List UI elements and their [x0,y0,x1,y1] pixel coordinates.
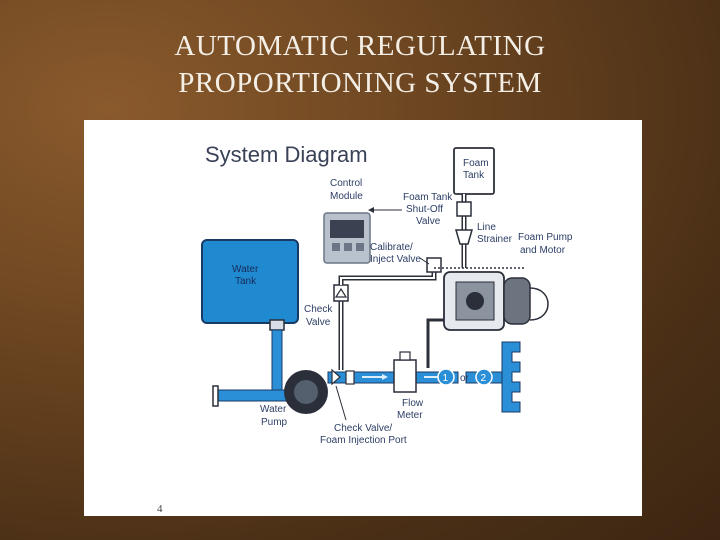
suction-pipe-end-cap [212,385,219,407]
check-valve-label-2: Valve [306,317,331,328]
water-pump-label-2: Pump [261,417,288,428]
system-diagram-panel: System Diagram Water Tank Water Pump Flo… [84,120,642,516]
injection-port-leader [335,385,347,421]
outlet-2-marker [475,368,493,386]
tank-outlet-fitting [269,319,285,331]
control-module-button-2 [344,243,352,251]
water-tank-label-2: Tank [235,276,257,287]
shut-off-label-2: Shut-Off [406,204,443,215]
flow-meter-cap [399,351,411,361]
line-strainer-shape [455,229,473,245]
system-diagram: System Diagram Water Tank Water Pump Flo… [157,142,573,515]
control-module-label-2: Module [330,191,363,202]
page-number: 4 [157,503,163,515]
control-module-display [330,220,364,238]
water-tank-shape [201,239,299,324]
foam-pump-label-1: Foam Pump [518,232,573,243]
outlet-1-label: 1 [443,373,449,384]
calibrate-label-1: Calibrate/ [370,242,413,253]
calibrate-valve-shape [426,257,442,273]
injection-port-label-2: Foam Injection Port [320,435,407,446]
foam-motor-shape [503,277,531,325]
foam-tank-label-1: Foam [463,158,489,169]
injection-port-fitting [345,370,355,385]
foam-pump-outlet-line [426,318,444,368]
foam-tank-label-2: Tank [463,170,485,181]
water-tank-label-1: Water [232,264,259,275]
slide-title-line-1: AUTOMATIC REGULATING [174,30,546,62]
calibrate-leader [419,257,430,265]
foam-pump-label-2: and Motor [520,245,566,256]
check-valve-arrow [334,287,348,298]
flow-meter-label-2: Meter [397,410,423,421]
control-module-label-1: Control [330,178,362,189]
foam-return-line [338,268,437,285]
check-valve-shape [333,284,349,302]
foam-pump-rotor [466,292,484,310]
outlet-2-label: 2 [481,373,487,384]
foam-motor-cable [529,287,549,321]
water-pump-hub [294,380,318,404]
control-module-button-1 [332,243,340,251]
shut-off-label-3: Valve [416,216,441,227]
tank-outlet-pipe [271,329,283,393]
discharge-manifold [501,341,521,413]
injection-port-valve [331,368,341,386]
flow-meter-shape [393,359,417,393]
injection-port-label-1: Check Valve/ [334,423,392,434]
control-module-leader-head [368,207,374,213]
foam-return-line-inner [340,268,435,285]
slide-title-line-2: PROPORTIONING SYSTEM [178,67,542,99]
outlet-or-label: or [460,373,470,384]
water-pump-label-1: Water [260,404,287,415]
flow-meter-label-1: Flow [402,398,424,409]
control-module-button-3 [356,243,364,251]
calibrate-label-2: Inject Valve [370,254,421,265]
line-strainer-label-1: Line [477,222,496,233]
foam-tank-shape [453,147,495,195]
shut-off-valve-shape [456,201,472,217]
shut-off-label-1: Foam Tank [403,192,453,203]
check-valve-label-1: Check [304,304,333,315]
diagram-heading: System Diagram [205,142,368,167]
slide-title: AUTOMATIC REGULATING PROPORTIONING SYSTE… [0,28,720,102]
discharge-pipe [327,371,459,384]
flow-arrow-1-head [382,374,388,380]
line-strainer-label-2: Strainer [477,234,513,245]
outlet-1-marker [437,368,455,386]
